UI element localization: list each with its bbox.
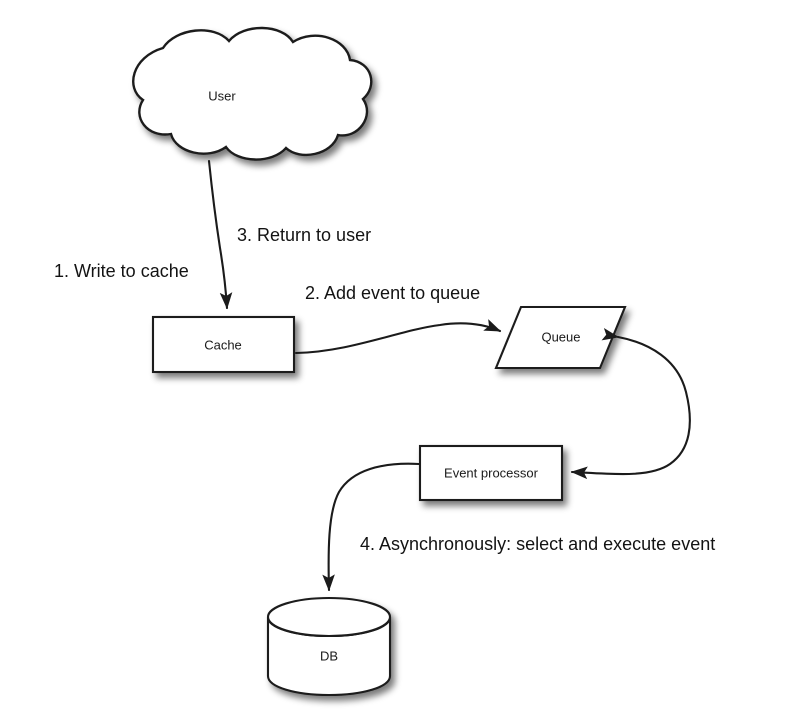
edge-label-step1: 1. Write to cache [54, 261, 189, 281]
node-user[interactable] [132, 26, 373, 161]
node-db-label: DB [320, 648, 338, 663]
node-cache[interactable] [151, 315, 296, 374]
edge-queue-to-processor [570, 327, 691, 480]
event-processor-rect [418, 444, 564, 502]
node-cache-label: Cache [204, 337, 242, 352]
cache-rect [151, 315, 296, 374]
node-event-processor[interactable] [418, 444, 564, 502]
node-user-label: User [208, 88, 236, 103]
edge-label-step4: 4. Asynchronously: select and execute ev… [360, 534, 715, 554]
edge-user-to-cache [207, 159, 233, 310]
edge-processor-to-db [322, 462, 421, 592]
edge-label-step3: 3. Return to user [237, 225, 371, 245]
cloud-shape [132, 26, 373, 161]
node-queue-label: Queue [541, 329, 580, 344]
edge-cache-to-queue [294, 319, 502, 355]
edge-label-step2: 2. Add event to queue [305, 283, 480, 303]
node-event-processor-label: Event processor [444, 465, 539, 480]
db-cylinder-top [266, 596, 392, 638]
node-db[interactable] [266, 596, 392, 697]
